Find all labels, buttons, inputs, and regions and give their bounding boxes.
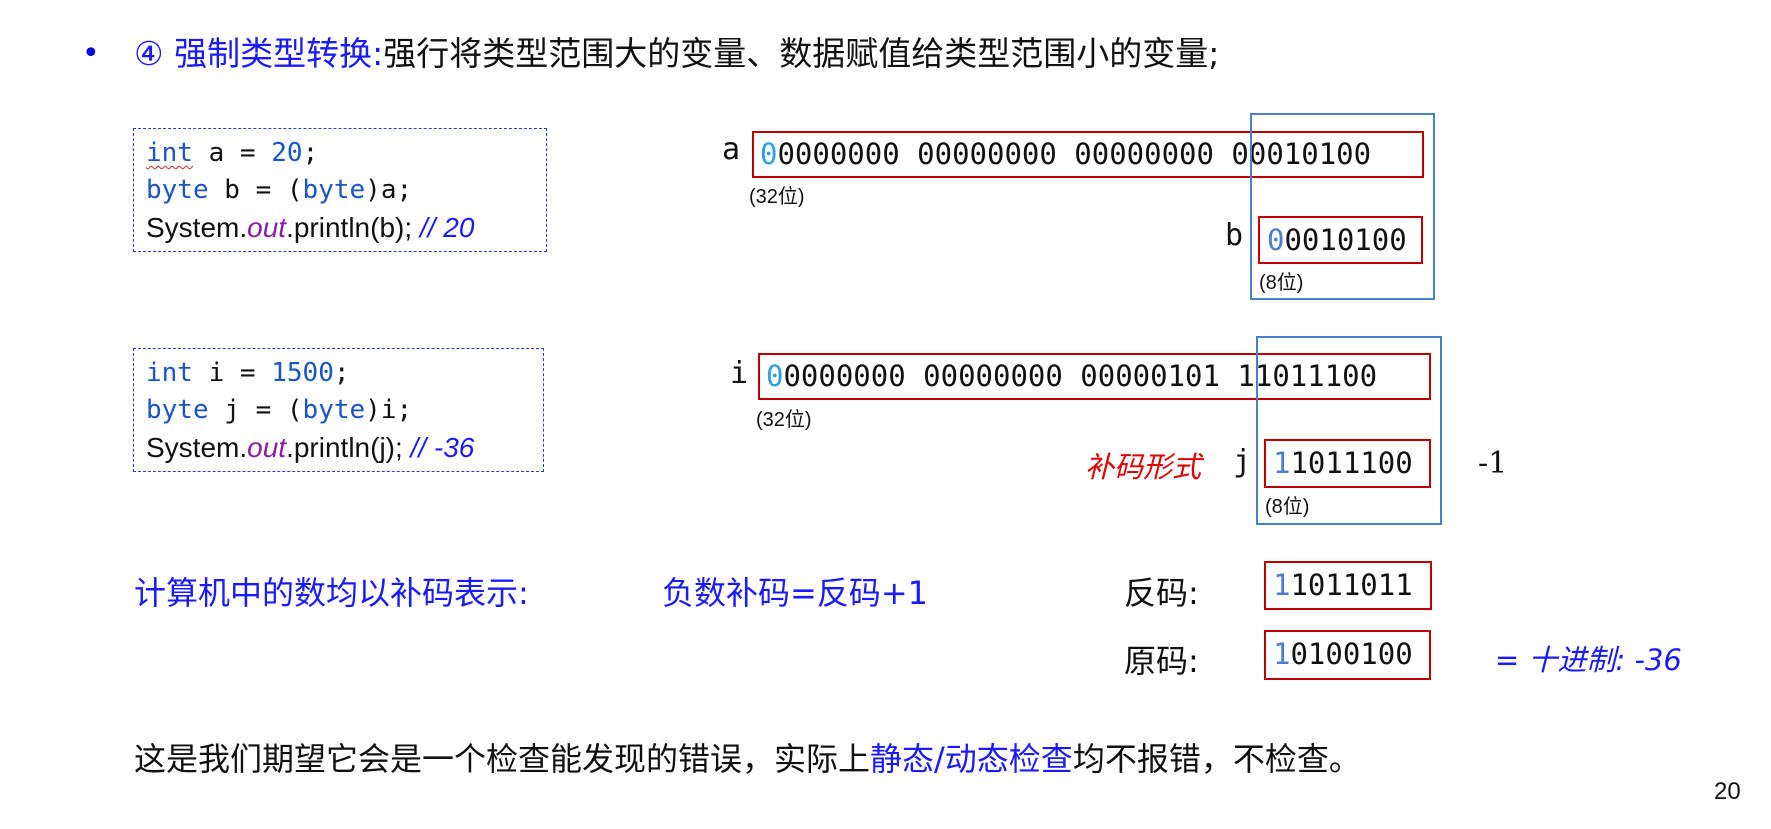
code-text: j = (	[208, 395, 303, 425]
code-text: b = (	[208, 175, 303, 205]
code-line: int a = 20;	[146, 135, 534, 172]
code-line: byte j = (byte)i;	[146, 392, 531, 429]
footer-text: 均不报错，不检查。	[1072, 740, 1361, 778]
sign-bit: 1	[1273, 446, 1291, 480]
code-text: ;	[302, 138, 319, 168]
slide-title: ④ 强制类型转换:强行将类型范围大的变量、数据赋值给类型范围小的变量;	[134, 34, 1219, 74]
bits-box-ones	[1264, 561, 1432, 610]
code-text: )i;	[365, 395, 413, 425]
number-literal: 1500	[271, 358, 334, 388]
bits-original: 10100100	[1273, 634, 1413, 674]
keyword-int: int	[146, 138, 193, 168]
code-text: ;	[333, 358, 350, 388]
code-text: )a;	[365, 175, 413, 205]
title-description: 强行将类型范围大的变量、数据赋值给类型范围小的变量;	[383, 34, 1220, 73]
keyword-byte: byte	[146, 175, 209, 205]
sign-bit: 0	[766, 359, 784, 393]
page-number: 20	[1714, 778, 1741, 805]
var-label-a: a	[722, 132, 741, 167]
sign-bit: 0	[1267, 223, 1285, 257]
keyword-byte: byte	[146, 395, 209, 425]
size-label-i: (32位)	[756, 409, 812, 431]
complement-form-label: 补码形式	[1085, 450, 1202, 484]
negative-complement-formula: 负数补码=反码+1	[662, 574, 928, 612]
bits-b: 00010100	[1267, 220, 1407, 260]
sign-bit: 1	[1273, 568, 1291, 602]
bits-value: 0010100	[1284, 223, 1407, 257]
bits-box-i	[758, 353, 1431, 400]
bullet-dot: •	[82, 36, 100, 71]
size-label-j: (8位)	[1265, 496, 1310, 518]
code-text: System.	[146, 432, 248, 463]
code-line: int i = 1500;	[146, 355, 531, 392]
code-text: i =	[192, 358, 272, 388]
code-comment: // 20	[419, 212, 475, 243]
sign-bit: 0	[760, 137, 778, 171]
bits-a: 00000000 00000000 00000000 00010100	[760, 134, 1371, 174]
code-text: .println(j);	[286, 432, 411, 463]
bits-box-original	[1264, 630, 1431, 680]
footer-text: 这是我们期望它会是一个检查能发现的错误，实际上	[134, 740, 871, 778]
code-line: System.out.println(b); // 20	[146, 209, 534, 246]
code-line: System.out.println(j); // -36	[146, 429, 531, 466]
complement-representation-text: 计算机中的数均以补码表示:	[134, 574, 529, 612]
footer-highlight: 静态/动态检查	[870, 740, 1073, 778]
sign-bit: 1	[1273, 637, 1291, 671]
code-line: byte b = (byte)a;	[146, 172, 534, 209]
var-label-i: i	[730, 356, 749, 391]
low-byte-highlight-1	[1250, 113, 1435, 300]
bits-value: 1011011	[1290, 568, 1413, 602]
bits-value: 0000000 00000000 00000101 11011100	[783, 359, 1378, 393]
number-literal: 20	[271, 138, 303, 168]
low-byte-highlight-2	[1256, 336, 1442, 525]
code-text: a =	[192, 138, 272, 168]
bits-box-a	[752, 131, 1424, 178]
footer-sentence: 这是我们期望它会是一个检查能发现的错误，实际上静态/动态检查均不报错，不检查。	[134, 734, 1361, 780]
code-out-field: out	[247, 212, 287, 243]
bits-value: 1011100	[1290, 446, 1413, 480]
var-label-b: b	[1225, 218, 1244, 253]
bits-ones: 11011011	[1273, 565, 1413, 605]
code-text: System.	[146, 212, 248, 243]
size-label-b: (8位)	[1259, 272, 1304, 294]
code-box-example-1: int a = 20; byte b = (byte)a; System.out…	[133, 128, 547, 252]
title-heading: ④ 强制类型转换:	[134, 34, 384, 73]
bits-value: 0100100	[1290, 637, 1413, 671]
keyword-int: int	[146, 358, 193, 388]
bits-j: 11011100	[1273, 443, 1413, 483]
ones-complement-label: 反码:	[1124, 574, 1199, 612]
code-text: .println(b);	[286, 212, 420, 243]
var-label-j: j	[1233, 444, 1252, 479]
bits-value: 0000000 00000000 00000000 00010100	[777, 137, 1372, 171]
bits-i: 00000000 00000000 00000101 11011100	[766, 356, 1377, 396]
code-out-field: out	[247, 432, 287, 463]
original-code-label: 原码:	[1124, 642, 1199, 680]
keyword-byte: byte	[302, 395, 366, 425]
bits-box-b	[1258, 216, 1423, 264]
size-label-a: (32位)	[749, 186, 805, 208]
code-comment: // -36	[410, 432, 475, 463]
keyword-byte: byte	[302, 175, 366, 205]
bits-box-j	[1264, 439, 1431, 488]
code-box-example-2: int i = 1500; byte j = (byte)i; System.o…	[133, 348, 544, 472]
decimal-value-note: = 十进制: -36	[1495, 643, 1682, 677]
minus-one-note: -1	[1478, 446, 1508, 481]
